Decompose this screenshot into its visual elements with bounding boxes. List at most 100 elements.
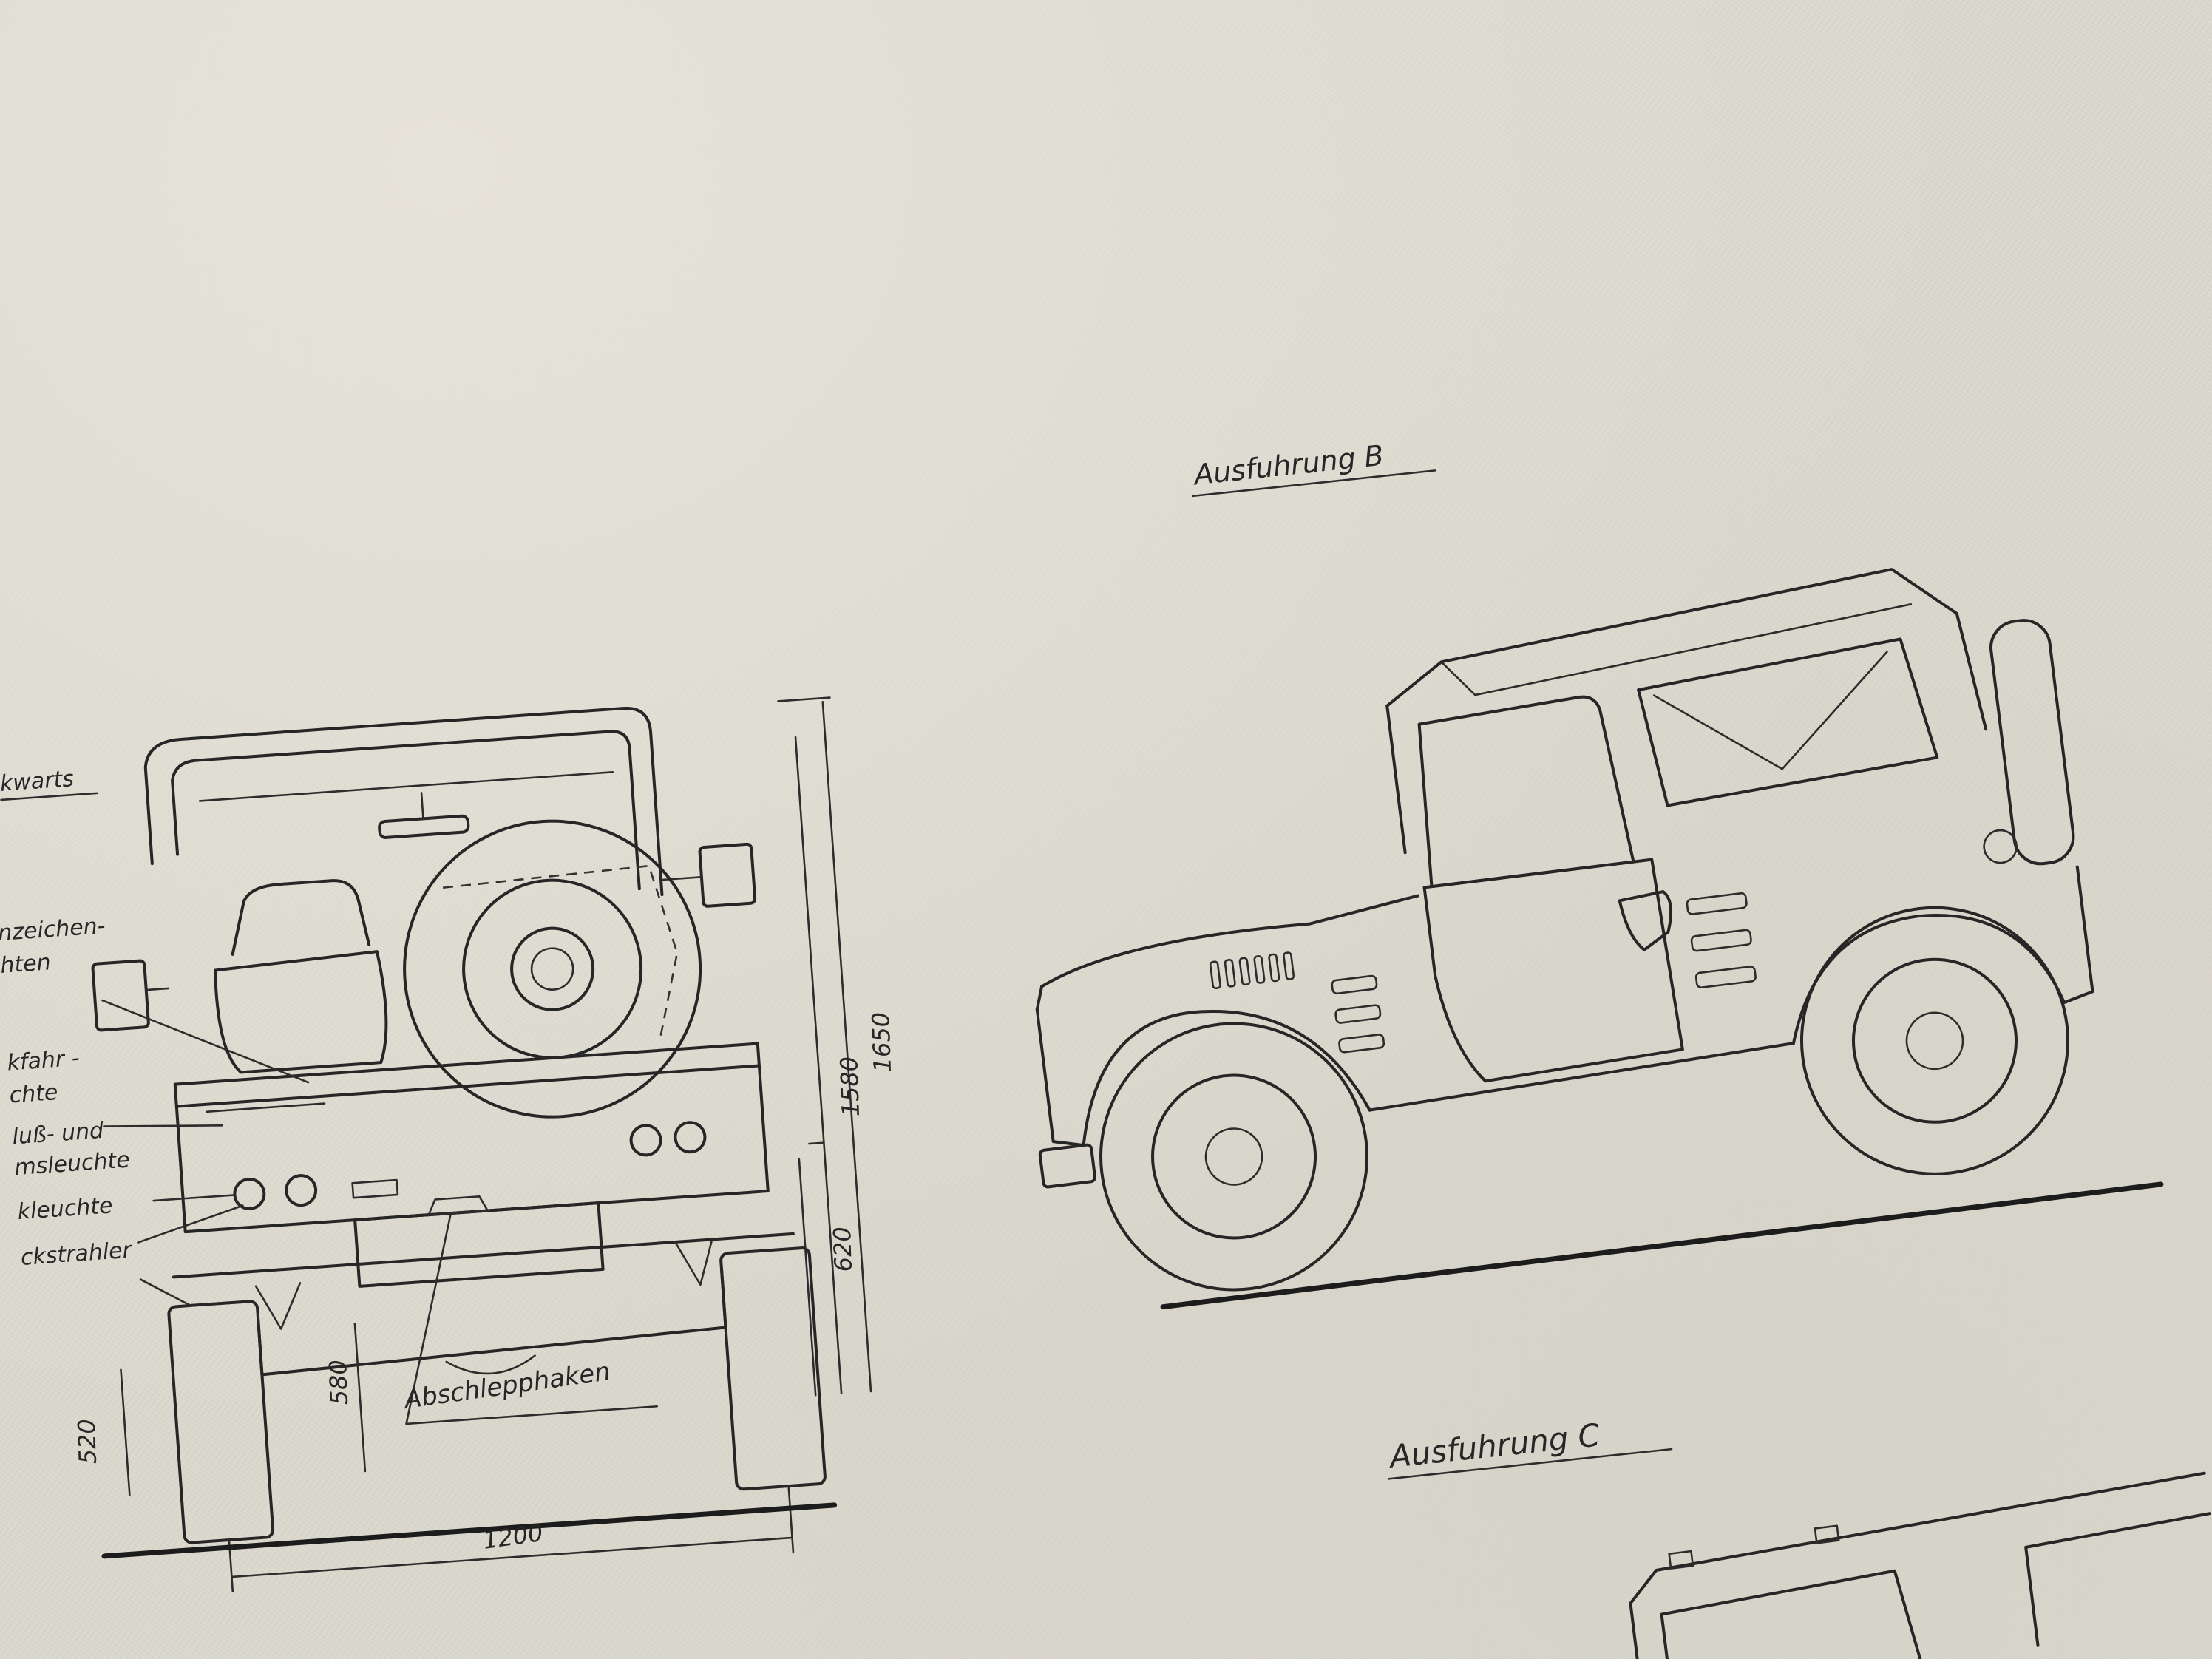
dim-label-1580: 1580 [835, 1056, 865, 1117]
seat-cushion [214, 950, 388, 1074]
side-view-drawing [1035, 568, 2164, 1310]
rear-side-window [1637, 637, 1939, 807]
mirror-arm-left [145, 987, 169, 991]
seat-back [231, 879, 371, 956]
callout-rear-lamp: kleuchte [17, 1192, 114, 1225]
door-window [1417, 695, 1635, 889]
hood-vent [1224, 958, 1236, 988]
window-cross-strap [1652, 651, 1888, 770]
leader-tow-hook [405, 1212, 659, 1425]
hood-vent [1209, 960, 1221, 990]
rear-spare-tire [1989, 619, 2075, 866]
leader-reflector [139, 1278, 191, 1307]
windshield-frame [1385, 704, 1407, 855]
rear-tire [1799, 906, 2069, 1175]
front-fender-arch [1082, 1009, 1371, 1147]
front-tire [1099, 1022, 1369, 1292]
hood-vent [1283, 951, 1295, 980]
front-rim [1151, 1073, 1317, 1240]
rear-body-edge [2062, 865, 2094, 1005]
variant-c-door-window [1660, 1569, 1922, 1659]
side-mirror-right [698, 842, 757, 908]
variant-c-roofline [1629, 1471, 2206, 1659]
dim-line-620 [798, 1158, 817, 1397]
front-bumper [1038, 1143, 1096, 1189]
side-vent [1334, 1004, 1382, 1024]
door-handle-recess [1618, 890, 1673, 951]
shackle-left [254, 1282, 302, 1330]
hood-vents [1209, 951, 1295, 990]
roll-bar [143, 707, 664, 897]
differential [445, 1354, 536, 1375]
hood-front [1035, 985, 1044, 1011]
side-vent [1694, 966, 1757, 989]
rear-view-drawing [91, 696, 872, 1593]
side-vents [1331, 892, 1757, 1054]
variant-c-roof-bracket [1814, 1524, 1840, 1544]
variant-c-rear-window [2024, 1512, 2211, 1647]
dim-line-1580 [794, 736, 843, 1395]
door-panel [1422, 858, 1684, 1083]
dim-label-580: 580 [324, 1360, 353, 1405]
callout-reverse-light-2: chte [9, 1079, 59, 1109]
dim-ext-bumper [808, 1141, 825, 1145]
rear-rim [1851, 957, 2018, 1124]
heading-variant-b-group: Ausfuhrung B [1190, 439, 1436, 498]
leader-tail-light [152, 1194, 236, 1202]
side-mirror-left [91, 959, 150, 1032]
heading-variant-c-group: Ausfuhrung C [1386, 1417, 1673, 1480]
dim-line-1200 [231, 1536, 793, 1578]
rear-axle [256, 1266, 727, 1377]
roll-bar-inner [171, 730, 641, 891]
dim-label-1200: 1200 [481, 1519, 545, 1555]
heading-variant-b-underline [1191, 469, 1436, 498]
rear-view-heading-group: kwarts [0, 766, 98, 801]
callout-tail-light-2: msleuchte [13, 1147, 130, 1181]
hood-top [1040, 894, 1419, 988]
spare-wheel-hub [510, 926, 595, 1011]
mirror-stem [420, 792, 424, 820]
shackle-right [674, 1238, 713, 1286]
dim-line-1650 [821, 700, 872, 1393]
front-hub [1204, 1127, 1263, 1186]
rear-hub [1905, 1011, 1964, 1071]
license-plate-area [353, 1201, 605, 1288]
rear-tire-left [167, 1300, 275, 1544]
callout-reverse-light-1: kfahr - [6, 1045, 80, 1076]
dim-label-620: 620 [828, 1227, 858, 1272]
rear-body-panel [173, 1042, 770, 1234]
spare-wheel-tire [403, 819, 702, 1119]
tailgate-rail [206, 1102, 326, 1113]
dim-label-1650: 1650 [866, 1011, 897, 1073]
mirror-arm-right [659, 875, 703, 881]
callout-plate-light-1: nzeichen- [0, 913, 106, 946]
front-grille-edge [1035, 1008, 1085, 1147]
callout-tow-hook: Abschlepphaken [401, 1357, 612, 1415]
rear-bumper [172, 1232, 795, 1279]
heading-rear-view-partial: kwarts [0, 766, 75, 797]
heading-variant-b: Ausfuhrung B [1190, 439, 1385, 492]
heading-variant-c: Ausfuhrung C [1386, 1417, 1602, 1475]
dim-ext-top-total [777, 696, 831, 702]
heading-rear-view-underline [0, 792, 98, 801]
dim-ext-right-1200 [787, 1485, 795, 1554]
variant-c-roof-bracket [1668, 1550, 1694, 1570]
hood-vent [1253, 955, 1266, 984]
soft-top-seam [1440, 603, 1913, 696]
spare-wheel-center [530, 947, 574, 991]
soft-top-roof [1385, 568, 1988, 731]
leader-reverse-light [103, 1124, 224, 1127]
leader-plate-light [101, 999, 310, 1084]
tailgate-top-edge [174, 1064, 761, 1108]
spare-wheel-rim [462, 878, 643, 1059]
side-ground-line [1160, 1181, 2164, 1310]
body-sill [1368, 1042, 1795, 1112]
tow-hook-mount [427, 1195, 489, 1216]
dim-line-520 [120, 1368, 131, 1496]
top-crossbar [198, 771, 614, 802]
tail-light-right-2 [674, 1121, 707, 1154]
side-vent [1690, 929, 1752, 952]
